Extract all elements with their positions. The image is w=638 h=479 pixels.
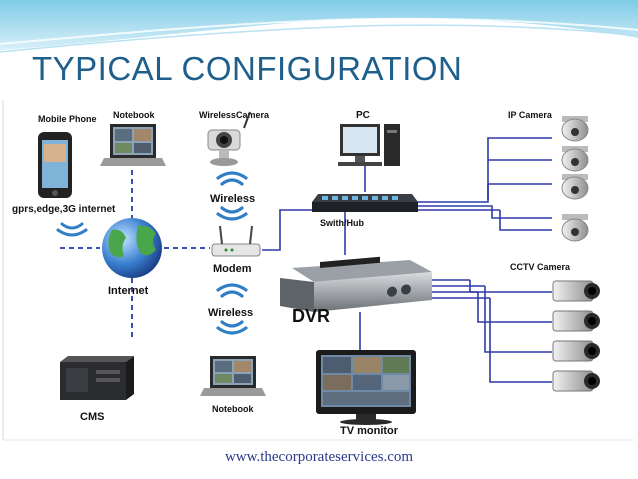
cms-label: CMS (80, 411, 104, 423)
modem-icon (211, 225, 261, 257)
notebook-top-label: Notebook (113, 110, 155, 120)
dashed-links (60, 170, 210, 340)
wireless-signal-icon (56, 222, 88, 237)
switch-hub-label: Swith/Hub (320, 218, 364, 228)
ip-camera-icon (561, 214, 589, 242)
cctv-camera-icon (552, 280, 600, 302)
cctv-camera-icon (552, 340, 600, 362)
switch-icon (312, 194, 418, 212)
cctv-camera-icon (552, 370, 600, 392)
pc-icon (338, 124, 400, 166)
dvr-label: DVR (292, 306, 330, 326)
cms-server-icon (60, 356, 134, 400)
header-wave-background (0, 0, 638, 53)
page-title: TYPICAL CONFIGURATION (32, 50, 463, 87)
wireless-camera-label: WirelessCamera (199, 110, 270, 120)
tv-monitor-label: TV monitor (340, 425, 399, 437)
wireless-signal-icon (216, 171, 248, 221)
gprs-label: gprs,edge,3G internet (12, 204, 116, 215)
ip-camera-icon (561, 174, 589, 200)
globe-icon (102, 218, 162, 278)
wireless-top-label: Wireless (210, 193, 255, 205)
ip-camera-icon (561, 146, 589, 172)
notebook-icon (200, 356, 266, 396)
wireless-bottom-label: Wireless (208, 307, 253, 319)
cctv-camera-icon (552, 310, 600, 332)
pc-label: PC (356, 110, 370, 121)
tv-monitor-icon (316, 350, 416, 425)
footer-url: www.thecorporateservices.com (224, 449, 414, 465)
dvr-icon (280, 256, 432, 312)
cctv-camera-label: CCTV Camera (510, 262, 571, 272)
internet-label: Internet (108, 285, 149, 297)
notebook-bottom-label: Notebook (212, 404, 254, 414)
notebook-icon (100, 124, 166, 166)
mobile-phone-label: Mobile Phone (38, 114, 97, 124)
network-diagram: Mobile Phone gprs,edge,3G internet Noteb… (2, 100, 634, 441)
wireless-camera-icon (207, 111, 251, 166)
ip-camera-icon (561, 116, 589, 142)
mobile-phone-icon (38, 132, 72, 198)
cable-links (262, 137, 552, 383)
modem-label: Modem (213, 263, 252, 275)
wireless-signal-icon (216, 283, 248, 335)
ip-camera-label: IP Camera (508, 110, 553, 120)
